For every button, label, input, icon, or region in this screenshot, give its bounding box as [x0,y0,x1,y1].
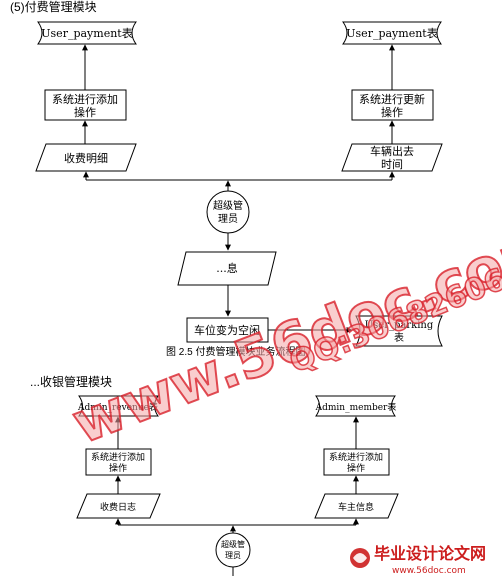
svg-text:超级管: 超级管 [221,539,245,549]
svg-text:操作: 操作 [74,105,96,119]
process-update-right: 系统进行更新 操作 [351,89,434,121]
svg-text:车辆出去: 车辆出去 [370,144,414,158]
svg-text:收费明细: 收费明细 [64,151,108,165]
svg-text:收费日志: 收费日志 [100,501,136,513]
section2-heading: ...收银管理模块 [30,374,112,389]
svg-text:系统进行更新: 系统进行更新 [359,92,425,106]
svg-text:表: 表 [394,331,404,344]
process2-add-right: 系统进行添加 操作 [323,448,390,476]
svg-text:User_payment表: User_payment表 [346,26,437,40]
process2-add-left: 系统进行添加 操作 [85,448,152,476]
svg-text:操作: 操作 [381,105,403,119]
input-fee-log: 收费日志 [76,493,161,519]
section1-heading: (5)付费管理模块 [10,0,97,14]
actor-super-admin-2: 超级管 理员 [215,532,251,568]
brand-cn: 毕业设计论文网 [374,544,486,563]
svg-text:...息: ...息 [216,261,238,275]
svg-text:操作: 操作 [347,462,365,474]
doc-user-payment-left: User_payment表 [37,21,137,45]
svg-text:Admin_revenue表: Admin_revenue表 [77,401,158,413]
svg-text:系统进行添加: 系统进行添加 [52,92,118,106]
doc-user-parking: User_parking 表 [355,315,443,347]
svg-text:User_payment表: User_payment表 [41,26,132,40]
svg-text:系统进行添加: 系统进行添加 [91,451,145,463]
brand-url: www.56doc.com [392,566,466,576]
doc-admin-member: Admin_member表 [315,395,397,417]
input-exit-time: 车辆出去 时间 [341,143,443,172]
svg-text:系统进行添加: 系统进行添加 [329,451,383,463]
svg-text:车位变为空闲: 车位变为空闲 [194,323,260,337]
svg-text:Admin_member表: Admin_member表 [315,401,397,413]
input-fee-detail: 收费明细 [35,143,137,172]
svg-text:理员: 理员 [218,213,238,225]
svg-text:操作: 操作 [109,462,127,474]
process-space-free: 车位变为空闲 [186,317,269,343]
process-add-left: 系统进行添加 操作 [44,89,127,121]
actor-super-admin-1: 超级管 理员 [206,190,250,234]
svg-text:时间: 时间 [381,158,403,171]
svg-text:车主信息: 车主信息 [338,501,374,513]
input-owner-info: 车主信息 [314,493,399,519]
input-center-info: ...息 [177,251,277,286]
svg-text:User_parking: User_parking [365,320,434,331]
doc-user-payment-right: User_payment表 [342,21,442,45]
figure-caption: 图 2.5 付费管理模块业务流程图 [166,345,305,358]
brand-logo: 毕业设计论文网 www.56doc.com [350,544,486,576]
svg-text:超级管: 超级管 [213,199,243,212]
svg-text:理员: 理员 [225,551,241,560]
doc-admin-revenue: Admin_revenue表 [77,395,159,417]
